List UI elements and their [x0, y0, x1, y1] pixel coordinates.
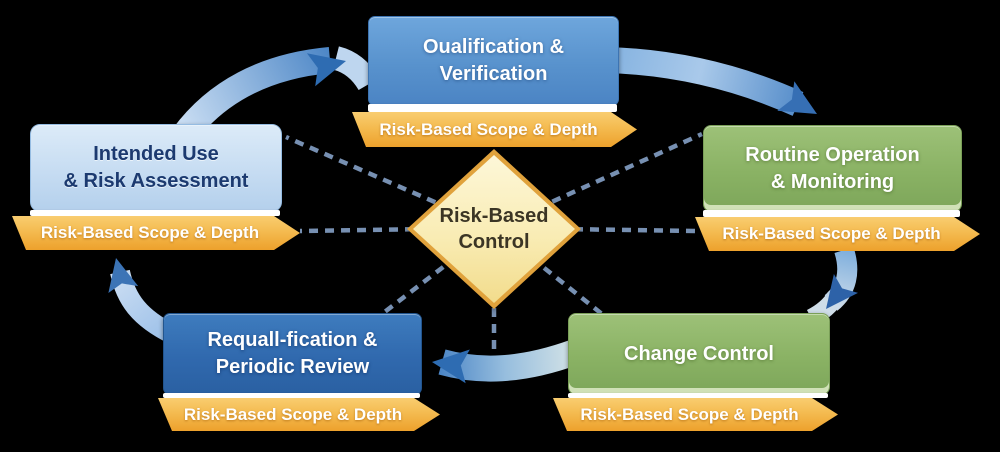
routine-operation-title-line1: Routine Operation [745, 143, 920, 166]
requalification-box: Requall-fication & Periodic Review [163, 313, 422, 395]
diamond-label-line1: Risk-Based [439, 205, 549, 227]
arrow-arc-intended-to-qualification [171, 47, 332, 146]
diamond-label: Risk-Based Control [407, 149, 581, 309]
change-control-title-line1: Change Control [624, 342, 774, 365]
arrow-arc-qualification-to-routine [605, 47, 804, 116]
arrowhead-to-change-control [826, 274, 859, 309]
arrowhead-to-qualification [306, 53, 346, 87]
arrow-arc-tail-into-top-box [332, 46, 380, 91]
qualification-title-line2: Verification [439, 63, 548, 85]
routine-operation-banner: Risk-Based Scope & Depth [695, 217, 980, 251]
requalification-title-line2: Periodic Review [215, 356, 370, 378]
risk-based-control-diamond: Risk-Based Control [407, 149, 581, 309]
requalification-title-line1: Requall-fication & [207, 329, 378, 351]
requalification-banner: Risk-Based Scope & Depth [158, 398, 440, 431]
routine-operation-banner-label: Risk-Based Scope & Depth [722, 224, 941, 243]
requalification-separator [163, 393, 420, 398]
intended-use-banner: Risk-Based Scope & Depth [12, 216, 300, 250]
requalification-banner-label: Risk-Based Scope & Depth [183, 404, 403, 424]
intended-use-title-line2: & Risk Assessment [63, 170, 249, 192]
intended-use-separator [30, 210, 280, 216]
cycle-arrows [108, 46, 859, 384]
arrowhead-to-routine [777, 81, 817, 114]
intended-use-box: Intended Use & Risk Assessment [30, 124, 282, 212]
arrowhead-to-intended-use [108, 258, 139, 294]
qualification-box: Oualification & Verification [368, 16, 619, 106]
intended-use-banner-label: Risk-Based Scope & Depth [40, 223, 260, 242]
qualification-separator [368, 104, 617, 112]
station-requalification: Requall-fication & Periodic Review Risk-… [158, 313, 440, 431]
routine-operation-separator [703, 210, 960, 217]
station-intended-use: Intended Use & Risk Assessment Risk-Base… [12, 124, 300, 250]
routine-operation-title-line2: & Monitoring [770, 170, 895, 193]
qualification-banner-label: Risk-Based Scope & Depth [379, 119, 598, 139]
station-change-control: Change Control Risk-Based Scope & Depth [553, 313, 838, 431]
station-qualification: Oualification & Verification Risk-Based … [352, 16, 637, 147]
change-control-banner-label: Risk-Based Scope & Depth [580, 404, 799, 424]
change-control-box: Change Control [568, 313, 830, 395]
qualification-title-line1: Oualification & [422, 36, 565, 58]
intended-use-title-line1: Intended Use [93, 143, 219, 165]
change-control-banner: Risk-Based Scope & Depth [553, 398, 838, 431]
routine-operation-box: Routine Operation & Monitoring [703, 125, 962, 212]
station-routine-operation: Routine Operation & Monitoring Risk-Base… [695, 125, 980, 251]
diamond-label-line2: Control [458, 231, 530, 253]
qualification-banner: Risk-Based Scope & Depth [352, 112, 637, 147]
change-control-separator [568, 393, 828, 398]
arrowhead-to-requalification [432, 349, 470, 384]
